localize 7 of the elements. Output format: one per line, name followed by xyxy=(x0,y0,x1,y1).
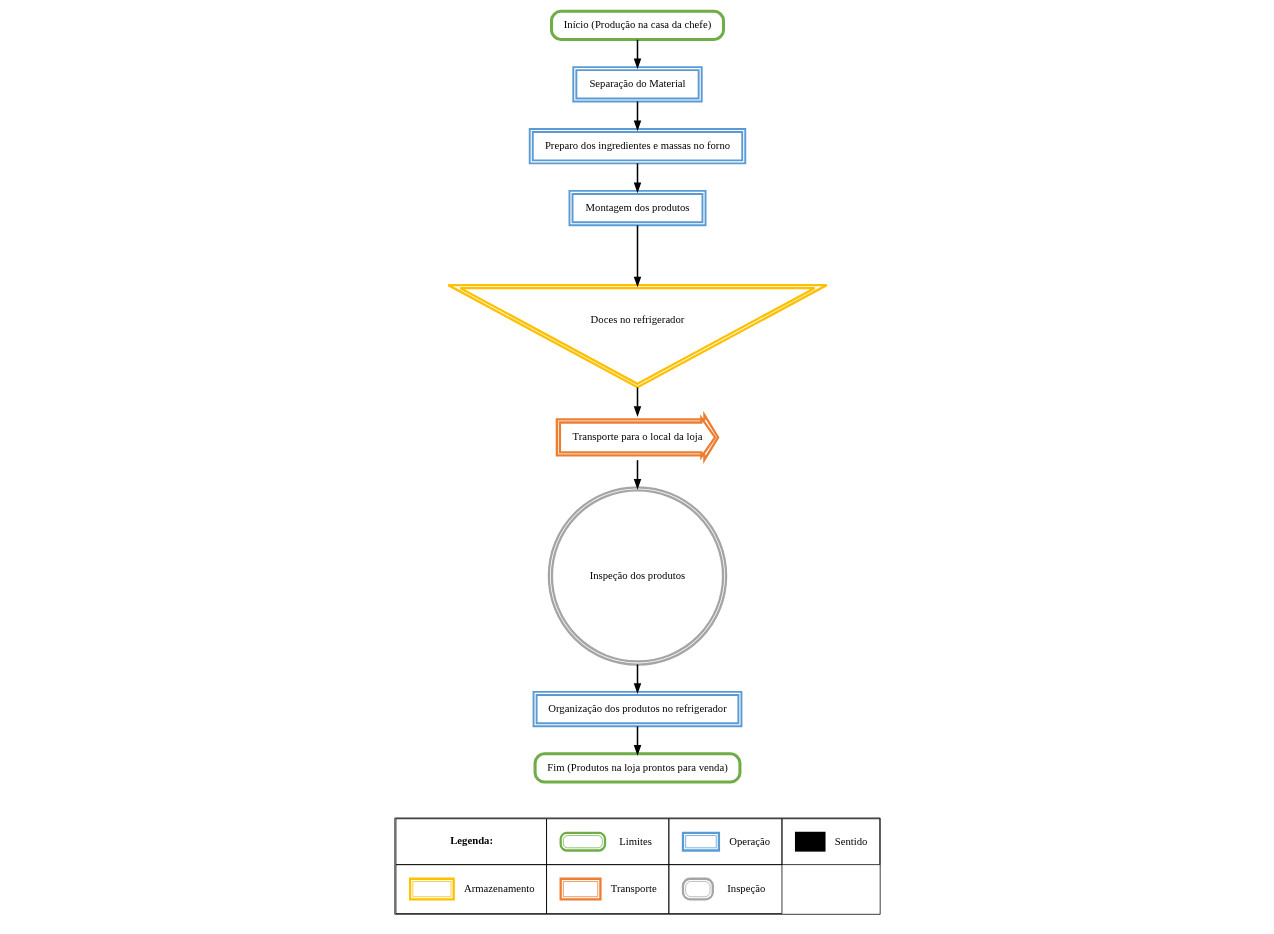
legend-label: Sentido xyxy=(834,834,867,847)
legend-label: Transporte xyxy=(610,881,657,894)
legend-label: Inspeção xyxy=(726,881,765,894)
legend-label: Limites xyxy=(618,834,652,847)
label: Legenda: xyxy=(449,833,493,846)
legend-label: Armazenamento xyxy=(463,881,535,894)
legend-label: Operação xyxy=(728,834,770,847)
